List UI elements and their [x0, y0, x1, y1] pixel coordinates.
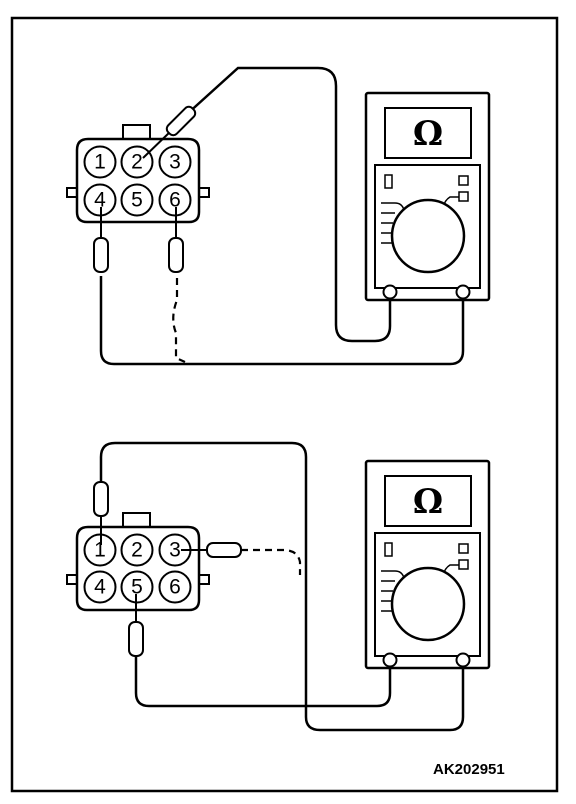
pin-5	[120, 183, 154, 217]
wire-pin1-to-meter-right	[99, 441, 465, 732]
meter-display	[384, 475, 472, 527]
probe-icon	[128, 594, 144, 657]
pin-label: 5	[131, 189, 143, 212]
pin-label: 1	[94, 539, 106, 562]
pin-label: 3	[169, 539, 181, 562]
probe-icon	[93, 207, 109, 273]
probe-icon	[181, 542, 242, 558]
wire-pin3-dashed	[241, 548, 302, 575]
pin-label: 5	[131, 576, 143, 599]
pin-label: 3	[169, 151, 181, 174]
probe-icon	[142, 105, 197, 159]
jack-left	[382, 284, 398, 300]
wire-pin6-dashed	[172, 278, 186, 364]
pin-2	[120, 145, 154, 179]
pin-label: 6	[169, 576, 181, 599]
wire-pin4-to-meter-right	[99, 276, 465, 366]
jack-right	[455, 284, 471, 300]
connector-icon: 1 2 3 4 5 6	[66, 124, 210, 224]
pin-3	[158, 145, 192, 179]
pin-6	[158, 570, 192, 604]
meter-display	[384, 107, 472, 159]
diagram-bottom: 1 2 3 4 5 6 Ω	[66, 441, 491, 732]
pin-label: 4	[94, 189, 106, 212]
ohm-symbol: Ω	[413, 482, 443, 522]
connector-icon: 1 2 3 4 5 6	[66, 512, 210, 612]
wire-pin5-to-meter-left	[134, 656, 392, 708]
figure-frame	[10, 16, 559, 793]
multimeter-icon: Ω	[364, 91, 491, 302]
pin-label: 2	[131, 151, 143, 174]
probe-icon	[93, 481, 109, 545]
ohm-symbol: Ω	[413, 114, 443, 154]
pin-label: 4	[94, 576, 106, 599]
probe-icon	[168, 207, 184, 273]
pin-label: 1	[94, 151, 106, 174]
jack-left	[382, 652, 398, 668]
diagram-top: 1 2 3 4 5 6 Ω	[66, 66, 491, 366]
multimeter-icon: Ω	[364, 459, 491, 670]
selector-dial	[390, 198, 466, 274]
jack-right	[455, 652, 471, 668]
pin-1	[83, 145, 117, 179]
pin-label: 2	[131, 539, 143, 562]
wire-pin2-to-meter-left	[185, 66, 392, 343]
pin-label: 6	[169, 189, 181, 212]
selector-dial	[390, 566, 466, 642]
pin-4	[83, 570, 117, 604]
pin-2	[120, 533, 154, 567]
figure-code: AK202951	[433, 761, 505, 778]
